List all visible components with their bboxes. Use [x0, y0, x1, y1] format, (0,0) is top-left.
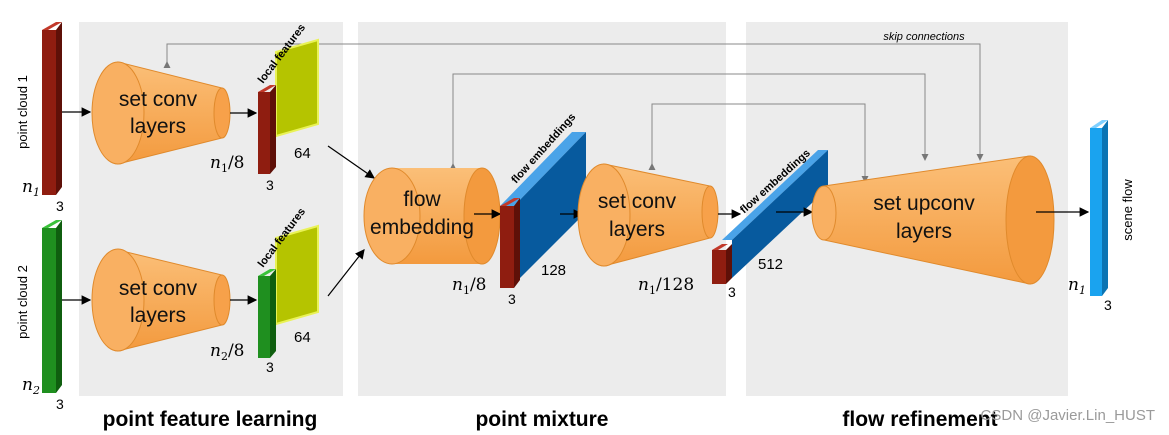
arrow-features2-flowemb: [327, 249, 365, 297]
flow-emb-2-dim512: 512: [758, 256, 783, 273]
point-cloud-1-label: point cloud 1: [15, 75, 30, 149]
flow-emb-2-dim3: 3: [728, 284, 736, 300]
cloud2-dim-label: 3: [56, 396, 64, 412]
scene-flow-label: scene flow: [1120, 179, 1135, 241]
flow-embedding-block: [363, 167, 501, 265]
title-point-mixture: point mixture: [475, 408, 608, 431]
set-conv-2-block: [91, 248, 231, 352]
set-conv-2-line2: layers: [130, 304, 186, 327]
features-2-dim3: 3: [266, 359, 274, 375]
set-conv-1-block: [91, 61, 231, 165]
point-cloud-2-label: point cloud 2: [15, 265, 30, 339]
set-conv-3-block: [577, 163, 719, 267]
features-1-dim3: 3: [266, 177, 274, 193]
local-features-1-tensor: [258, 38, 319, 174]
n1-over-128: n1/128: [638, 275, 694, 297]
flow-embedding-line2: embedding: [370, 216, 474, 239]
flow-emb-1-dim128: 128: [541, 262, 566, 279]
n1-over-8-mix: n1/8: [452, 275, 487, 297]
point-cloud-1-bar: [42, 22, 62, 195]
set-conv-1-line2: layers: [130, 115, 186, 138]
n1-output-label: n1: [1068, 275, 1086, 297]
csdn-watermark: CSDN @Javier.Lin_HUST: [981, 407, 1155, 424]
title-feature-learning: point feature learning: [103, 408, 318, 431]
set-upconv-line2: layers: [896, 220, 952, 243]
skip-connections: [163, 43, 984, 183]
skip-connections-label: skip connections: [883, 31, 965, 43]
set-conv-3-line2: layers: [609, 218, 665, 241]
flow-embeddings-1-tensor: [500, 132, 586, 288]
features-1-dim64: 64: [294, 145, 311, 162]
set-conv-3-line1: set conv: [598, 190, 677, 213]
set-conv-1-line1: set conv: [119, 88, 198, 111]
set-conv-2-line1: set conv: [119, 277, 198, 300]
features-2-dim64: 64: [294, 329, 311, 346]
n1-input-label: n1: [22, 177, 40, 199]
flow-emb-1-dim3: 3: [508, 291, 516, 307]
local-features-2-tensor: [258, 224, 319, 358]
cloud1-dim-label: 3: [56, 198, 64, 214]
n1-over-8-features: n1/8: [210, 153, 245, 175]
scene-flow-bar: [1090, 120, 1108, 296]
point-cloud-2-bar: [42, 220, 62, 393]
n2-input-label: n2: [22, 375, 40, 397]
set-upconv-line1: set upconv: [873, 192, 975, 215]
title-flow-refinement: flow refinement: [842, 408, 997, 431]
flow-embeddings-2-tensor: [712, 150, 828, 284]
output-dim3: 3: [1104, 297, 1112, 313]
n2-over-8-features: n2/8: [210, 341, 245, 363]
set-upconv-block: [811, 155, 1055, 285]
arrow-features1-flowemb: [327, 145, 375, 179]
flow-embedding-line1: flow: [403, 188, 441, 211]
